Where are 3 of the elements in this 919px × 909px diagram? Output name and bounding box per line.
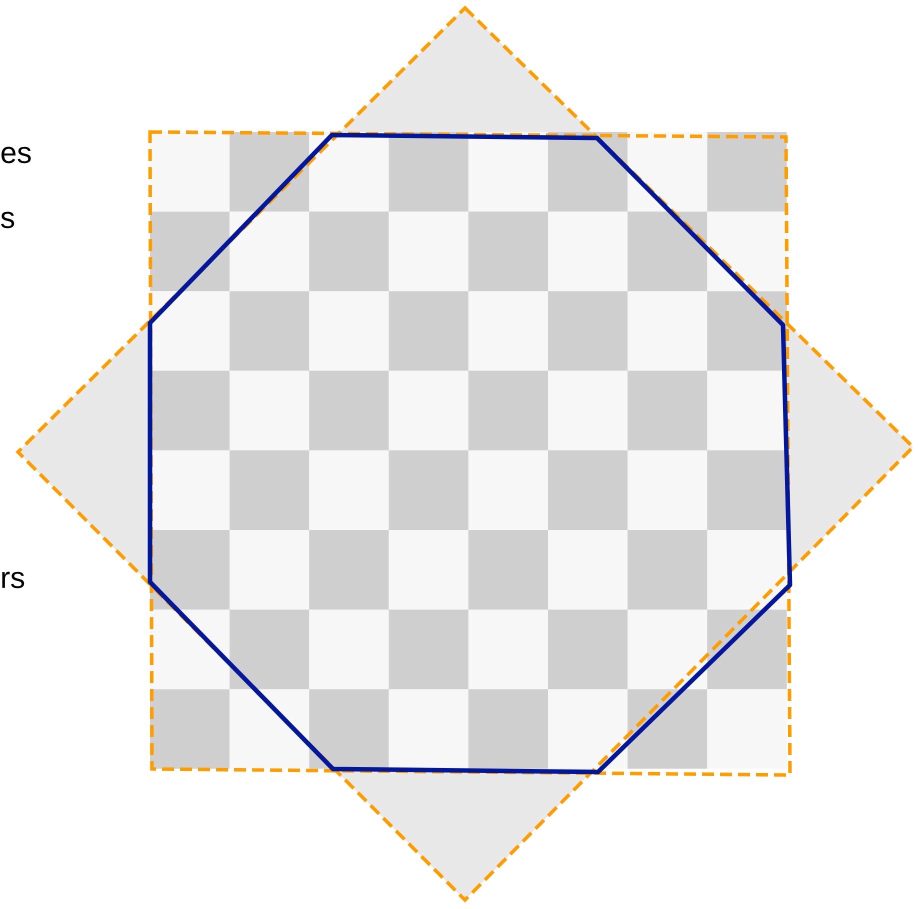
text-label: rs bbox=[2, 572, 24, 588]
text-label: es bbox=[1, 146, 31, 164]
text-label: s bbox=[1, 212, 14, 228]
